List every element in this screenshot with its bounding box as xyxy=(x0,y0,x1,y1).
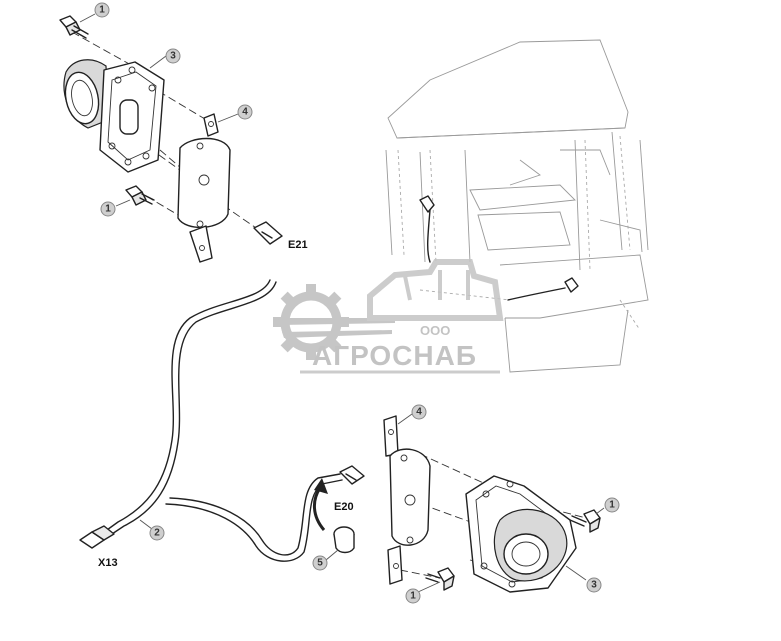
svg-text:2: 2 xyxy=(154,528,160,539)
svg-text:4: 4 xyxy=(416,407,422,418)
bolt-mid xyxy=(125,185,155,206)
svg-text:1: 1 xyxy=(105,204,111,215)
label-e20: E20 xyxy=(334,501,354,513)
callout-4-bottom: 4 xyxy=(411,404,427,420)
bolt-top xyxy=(59,15,89,39)
callout-1-mid: 1 xyxy=(100,201,116,217)
callout-1-right: 1 xyxy=(604,497,620,513)
watermark-logo: ООО АГРОСНАБ xyxy=(273,259,504,374)
connector-e20 xyxy=(339,465,365,485)
svg-text:1: 1 xyxy=(99,5,105,16)
svg-text:1: 1 xyxy=(609,500,615,511)
svg-text:3: 3 xyxy=(170,51,176,62)
svg-text:5: 5 xyxy=(317,558,323,569)
mounting-bracket-bottom xyxy=(383,415,431,585)
wiring-harness xyxy=(99,279,343,562)
callout-1-top: 1 xyxy=(94,2,110,18)
bolt-right xyxy=(569,509,601,533)
svg-text:4: 4 xyxy=(242,107,248,118)
label-x13: X13 xyxy=(98,557,118,569)
callout-5: 5 xyxy=(312,555,328,571)
curved-arrow-icon xyxy=(313,478,328,531)
mounting-bracket-top xyxy=(177,113,231,263)
connector-x13 xyxy=(79,525,115,549)
svg-text:1: 1 xyxy=(410,591,416,602)
callout-4-top: 4 xyxy=(237,104,253,120)
callout-leaders xyxy=(79,13,605,593)
watermark-prefix: ООО xyxy=(420,323,450,338)
label-e21: E21 xyxy=(288,239,308,251)
rubber-grommet xyxy=(333,526,355,554)
callout-1-bottom: 1 xyxy=(405,588,421,604)
tractor-cab-outline xyxy=(385,39,649,373)
callout-3-top: 3 xyxy=(165,48,181,64)
connector-e21 xyxy=(253,221,283,245)
callout-2: 2 xyxy=(149,525,165,541)
watermark-brand: АГРОСНАБ xyxy=(312,340,477,371)
work-lamp-housing-bottom xyxy=(465,475,577,593)
callout-3-bottom: 3 xyxy=(586,577,602,593)
svg-text:3: 3 xyxy=(591,580,597,591)
bolt-bottom xyxy=(425,567,455,591)
work-lamp-housing-top xyxy=(63,59,165,173)
